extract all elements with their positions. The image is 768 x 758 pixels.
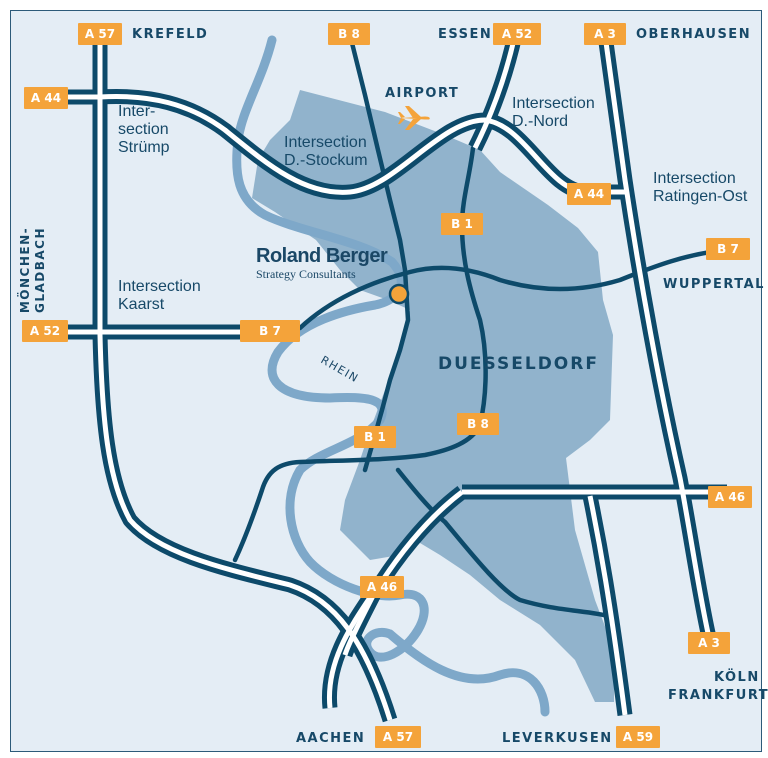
shield-a57-top: A 57 (78, 23, 122, 45)
junction-nord-line-2: D.-Nord (512, 113, 569, 130)
shield-a52-top: A 52 (493, 23, 541, 45)
junction-nord-line-1: Intersection (512, 95, 595, 112)
roland-berger-location-marker[interactable] (388, 283, 410, 305)
river-label: RHEIN (319, 353, 362, 385)
rhein-river (232, 35, 429, 662)
junction-stockum-line-2: D.-Stockum (284, 152, 368, 169)
airport-icon (398, 106, 430, 130)
shield-b1-upper: B 1 (441, 213, 483, 235)
shield-a44-right: A 44 (567, 183, 611, 205)
destination-oberhausen: OBERHAUSEN (636, 27, 752, 42)
shield-a46-right: A 46 (708, 486, 752, 508)
junction-struemp: Inter- section Strümp (118, 103, 170, 157)
destination-wuppertal: WUPPERTAL (663, 277, 765, 292)
company-logo-name: Roland Berger (256, 245, 388, 267)
shield-a3-top: A 3 (584, 23, 626, 45)
junction-stockum: Intersection D.-Stockum (284, 134, 368, 170)
shield-a52-left: A 52 (22, 320, 68, 342)
shield-b7-right: B 7 (706, 238, 750, 260)
junction-ratingen-line-2: Ratingen-Ost (653, 188, 748, 205)
shield-a3-bottom: A 3 (688, 632, 730, 654)
destination-moenchengladbach: MÖNCHEN- GLADBACH (18, 222, 50, 318)
junction-struemp-line-3: Strümp (118, 139, 170, 156)
road-b1 (232, 145, 488, 563)
destination-essen: ESSEN (438, 27, 493, 42)
shield-b7-center: B 7 (240, 320, 300, 342)
junction-ratingen: Intersection Ratingen-Ost (653, 170, 747, 206)
shield-b8-lower: B 8 (457, 413, 499, 435)
shield-b1-lower: B 1 (354, 426, 396, 448)
junction-kaarst-line-1: Intersection (118, 278, 201, 295)
shield-b8-top: B 8 (328, 23, 370, 45)
moenchengladbach-line-2: GLADBACH (33, 226, 47, 314)
company-tagline: Strategy Consultants (256, 267, 356, 281)
road-b7 (297, 247, 733, 331)
shield-a57-bottom: A 57 (375, 726, 421, 748)
junction-kaarst: Intersection Kaarst (118, 278, 201, 314)
city-label-duesseldorf: DUESSELDORF (438, 354, 599, 374)
destination-koeln: KÖLN (714, 670, 760, 685)
junction-struemp-line-2: section (118, 121, 169, 138)
destination-aachen: AACHEN (296, 731, 366, 746)
junction-kaarst-line-2: Kaarst (118, 296, 165, 313)
junction-struemp-line-1: Inter- (118, 103, 156, 120)
junction-nord: Intersection D.-Nord (512, 95, 595, 131)
shield-a46-left: A 46 (360, 576, 404, 598)
rhein-river-south (385, 629, 550, 717)
destination-krefeld: KREFELD (132, 27, 209, 42)
destination-leverkusen: LEVERKUSEN (502, 731, 613, 746)
shield-a44-left: A 44 (24, 87, 68, 109)
road-b8-south (395, 467, 618, 621)
junction-ratingen-line-1: Intersection (653, 170, 736, 187)
shield-a59-bottom: A 59 (616, 726, 660, 748)
destination-frankfurt: FRANKFURT (668, 688, 768, 703)
moenchengladbach-line-1: MÖNCHEN- (18, 226, 32, 314)
motorways (52, 33, 727, 723)
airport-label: AIRPORT (385, 86, 460, 101)
junction-stockum-line-1: Intersection (284, 134, 367, 151)
